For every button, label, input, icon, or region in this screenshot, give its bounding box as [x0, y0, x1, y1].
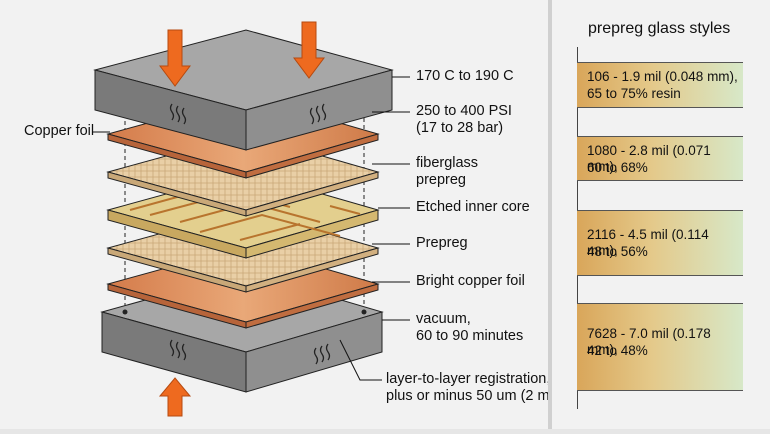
label-fiberglass-prepreg: prepreg [416, 172, 466, 188]
style-spec: 1080 - 2.8 mil (0.071 mm), [587, 143, 711, 174]
style-spec: 7628 - 7.0 mil (0.178 mm), [587, 326, 711, 357]
label-registration: layer-to-layer registration, [386, 371, 551, 387]
style-resin: 48 to 56% [587, 244, 648, 259]
style-spec: 106 - 1.9 mil (0.048 mm), [587, 69, 738, 84]
panel-title: prepreg glass styles [588, 20, 731, 37]
label-vacuum-duration: 60 to 90 minutes [416, 328, 524, 344]
label-pressure: 250 to 400 PSI [416, 103, 512, 119]
glass-style-2116: 2116 - 4.5 mil (0.114 mm), 48 to 56% [577, 210, 743, 276]
heat-icon [169, 103, 327, 125]
label-pressure-bar: (17 to 28 bar) [416, 120, 504, 136]
label-bright-copper-foil: Bright copper foil [416, 273, 525, 289]
label-vacuum: vacuum, [416, 311, 471, 327]
glass-styles-panel: prepreg glass styles 106 - 1.9 mil (0.04… [552, 0, 770, 429]
glass-style-1080: 1080 - 2.8 mil (0.071 mm), 60 to 68% [577, 136, 743, 181]
label-fiberglass: fiberglass [416, 155, 479, 171]
label-copper-foil: Copper foil [24, 123, 95, 139]
down-arrow-icon [159, 21, 325, 87]
up-arrow-icon [158, 377, 192, 417]
label-registration-tolerance: plus or minus 50 um (2 mil) [386, 388, 561, 404]
label-etched-inner-core: Etched inner core [416, 199, 530, 215]
glass-style-7628: 7628 - 7.0 mil (0.178 mm), 42 to 48% [577, 303, 743, 391]
style-resin: 42 to 48% [587, 343, 648, 358]
leader-lines [92, 76, 410, 381]
label-prepreg: Prepreg [416, 235, 468, 251]
heat-icon [169, 339, 331, 365]
lamination-diagram: 170 C to 190 C 250 to 400 PSI (17 to 28 … [0, 0, 561, 429]
style-spec: 2116 - 4.5 mil (0.114 mm), [587, 227, 709, 258]
glass-style-106: 106 - 1.9 mil (0.048 mm), 65 to 75% resi… [577, 62, 743, 108]
style-resin: 60 to 68% [587, 160, 648, 175]
style-resin: 65 to 75% resin [587, 86, 681, 101]
panel-divider [548, 0, 552, 429]
label-temperature: 170 C to 190 C [416, 68, 514, 84]
layer-stack-svg [92, 21, 410, 417]
